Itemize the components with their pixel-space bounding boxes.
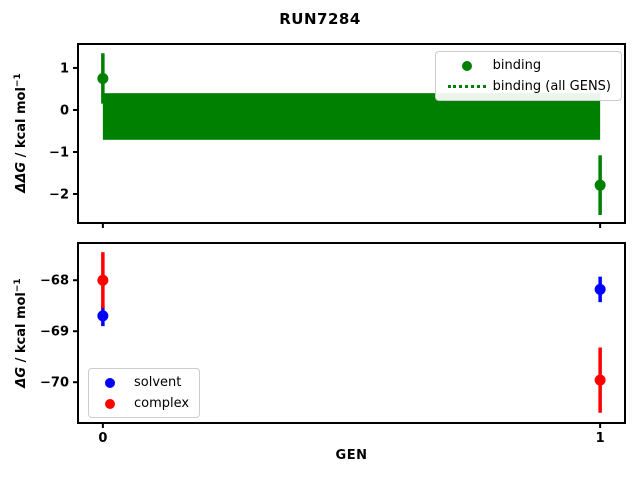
bottom-ylabel-units: / kcal mol — [14, 292, 30, 367]
y-tick-label: −2 — [49, 188, 69, 203]
top-ylabel-exponent: −1 — [12, 73, 23, 88]
data-point-solvent — [594, 283, 606, 295]
data-point-complex — [97, 274, 109, 286]
data-point-complex — [594, 374, 606, 386]
legend-label: solvent — [134, 375, 182, 390]
bottom-ylabel-exponent: −1 — [12, 278, 23, 293]
data-point-binding — [97, 72, 109, 84]
axes-frame — [77, 242, 626, 424]
top-ylabel-units: / kcal mol — [14, 87, 30, 162]
y-tick-label: −1 — [49, 145, 69, 160]
legend-label: complex — [134, 396, 190, 411]
y-tick-label: −68 — [40, 274, 69, 289]
data-point-binding — [594, 179, 606, 191]
data-point-solvent — [97, 310, 109, 322]
solvent-dot-icon — [94, 377, 126, 388]
bottom-y-axis-label: ΔG / kcal mol−1 — [13, 278, 29, 387]
dotted-line-icon — [441, 85, 493, 88]
x-tick-label: 0 — [98, 431, 107, 446]
legend-item-solvent: solvent — [94, 374, 189, 391]
y-tick-label: 0 — [60, 103, 69, 118]
top-ylabel-math: ΔΔG — [14, 161, 30, 193]
x-tick-label: 1 — [596, 431, 605, 446]
x-axis-label: GEN — [335, 448, 368, 463]
top-legend: binding binding (all GENS) — [434, 51, 622, 101]
figure-title: RUN7284 — [279, 10, 361, 28]
complex-dot-icon — [94, 398, 126, 409]
y-tick-label: −69 — [40, 325, 69, 340]
bottom-ylabel-math: ΔG — [14, 366, 30, 388]
legend-label: binding (all GENS) — [492, 79, 611, 94]
binding-dot-icon — [441, 60, 493, 71]
legend-item-binding-all-gens: binding (all GENS) — [441, 78, 611, 95]
y-tick-label: −70 — [40, 376, 69, 391]
y-tick-label: 1 — [60, 61, 69, 76]
bottom-legend: solvent complex — [88, 368, 201, 418]
legend-item-complex: complex — [94, 395, 189, 412]
axes-frame — [77, 43, 626, 224]
legend-item-binding: binding — [441, 57, 611, 74]
top-y-axis-label: ΔΔG / kcal mol−1 — [13, 73, 29, 192]
legend-label: binding — [492, 58, 542, 73]
